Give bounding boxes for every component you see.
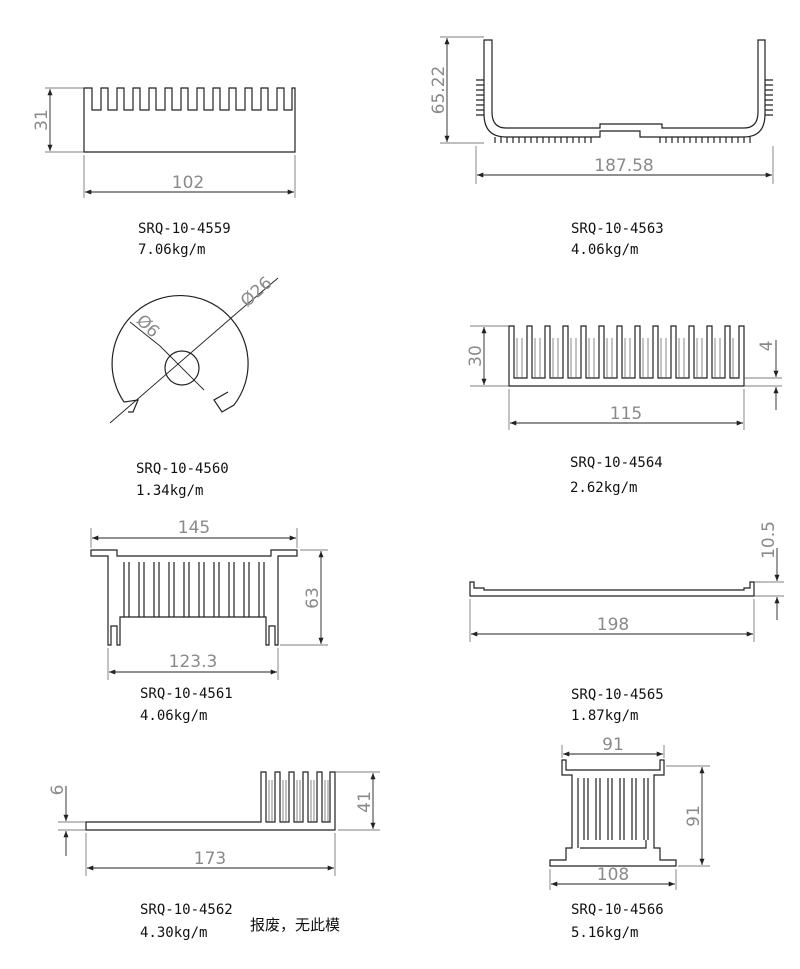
dim-4566-height: 91 xyxy=(684,805,704,827)
profile-4565-outline xyxy=(469,581,755,597)
part-weight-4562: 4.30kg/m xyxy=(140,925,207,941)
part-weight-4566: 5.16kg/m xyxy=(571,925,638,941)
dim-4564-height: 30 xyxy=(466,345,486,367)
profile-4563-bottom-fins xyxy=(494,137,751,143)
profile-srq-10-4562: 6 41 173 SRQ-10-4562 4.30kg/m 报废，无此模 xyxy=(48,771,380,941)
dim-4562-width: 173 xyxy=(194,849,226,869)
dim-4566-top-width: 91 xyxy=(602,735,624,755)
part-code-4563: SRQ-10-4563 xyxy=(571,221,664,237)
profile-srq-10-4566: 91 91 108 SRQ-10-4566 5.16kg/m xyxy=(549,735,710,941)
part-weight-4565: 1.87kg/m xyxy=(571,708,638,724)
profile-4561-outline xyxy=(90,549,298,646)
dim-4561-top-width: 145 xyxy=(178,518,210,538)
dim-4560-bore-diameter: Ø6 xyxy=(132,311,163,342)
profile-4564-outline xyxy=(508,325,745,387)
profile-4563-right-fins xyxy=(765,79,773,116)
profile-4566-outline xyxy=(549,759,677,867)
profile-srq-10-4559: 31 102 SRQ-10-4559 7.06kg/m xyxy=(32,87,296,258)
dim-4563-width: 187.58 xyxy=(594,156,653,176)
part-code-4564: SRQ-10-4564 xyxy=(570,455,663,471)
part-code-4562: SRQ-10-4562 xyxy=(140,902,233,918)
profile-4560-outer-disc xyxy=(111,294,249,413)
part-code-4566: SRQ-10-4566 xyxy=(571,902,664,918)
dim-4563-height: 65.22 xyxy=(429,66,449,115)
dim-4562-base: 6 xyxy=(48,785,68,796)
dim-4566-bottom-width: 108 xyxy=(597,865,629,885)
profile-srq-10-4561: 145 63 123.3 SRQ-10-4561 4.06kg/m xyxy=(90,518,328,724)
dim-4561-height: 63 xyxy=(303,587,323,609)
profile-4566-fins xyxy=(577,778,649,849)
part-weight-4563: 4.06kg/m xyxy=(571,242,638,258)
profile-srq-10-4560: Ø26 Ø6 SRQ-10-4560 1.34kg/m xyxy=(109,273,279,499)
dim-4564-width: 115 xyxy=(610,404,642,424)
profile-4561-fins xyxy=(123,562,265,617)
profile-4563-outline xyxy=(483,39,766,138)
part-weight-4561: 4.06kg/m xyxy=(140,708,207,724)
dim-4564-base: 4 xyxy=(757,341,777,352)
dim-4559-width: 102 xyxy=(172,173,204,193)
dim-4560-outer-diameter: Ø26 xyxy=(237,273,276,311)
part-code-4560: SRQ-10-4560 xyxy=(136,461,229,477)
part-weight-4564: 2.62kg/m xyxy=(570,480,637,496)
profile-srq-10-4564: 30 4 115 SRQ-10-4564 2.62kg/m xyxy=(466,325,782,496)
dim-4559-height: 31 xyxy=(32,109,52,131)
dim-4565-width: 198 xyxy=(597,615,629,635)
part-weight-4560: 1.34kg/m xyxy=(136,483,203,499)
profile-srq-10-4565: 10.5 198 SRQ-10-4565 1.87kg/m xyxy=(469,521,784,724)
part-code-4561: SRQ-10-4561 xyxy=(140,686,233,702)
profile-4560-bore xyxy=(164,350,200,386)
profile-4559-outline xyxy=(83,87,296,153)
dim-4562-height: 41 xyxy=(355,791,375,813)
dim-4565-height: 10.5 xyxy=(759,521,779,559)
part-weight-4559: 7.06kg/m xyxy=(138,242,205,258)
profile-srq-10-4563: 65.22 187.58 SRQ-10-4563 4.06kg/m xyxy=(429,36,774,258)
profile-4562-outline xyxy=(85,771,336,831)
profile-4563-left-fins xyxy=(476,79,484,116)
part-note-4562: 报废，无此模 xyxy=(250,916,340,934)
part-code-4565: SRQ-10-4565 xyxy=(571,687,664,703)
part-code-4559: SRQ-10-4559 xyxy=(138,221,231,237)
dim-4561-bottom-width: 123.3 xyxy=(169,652,218,672)
